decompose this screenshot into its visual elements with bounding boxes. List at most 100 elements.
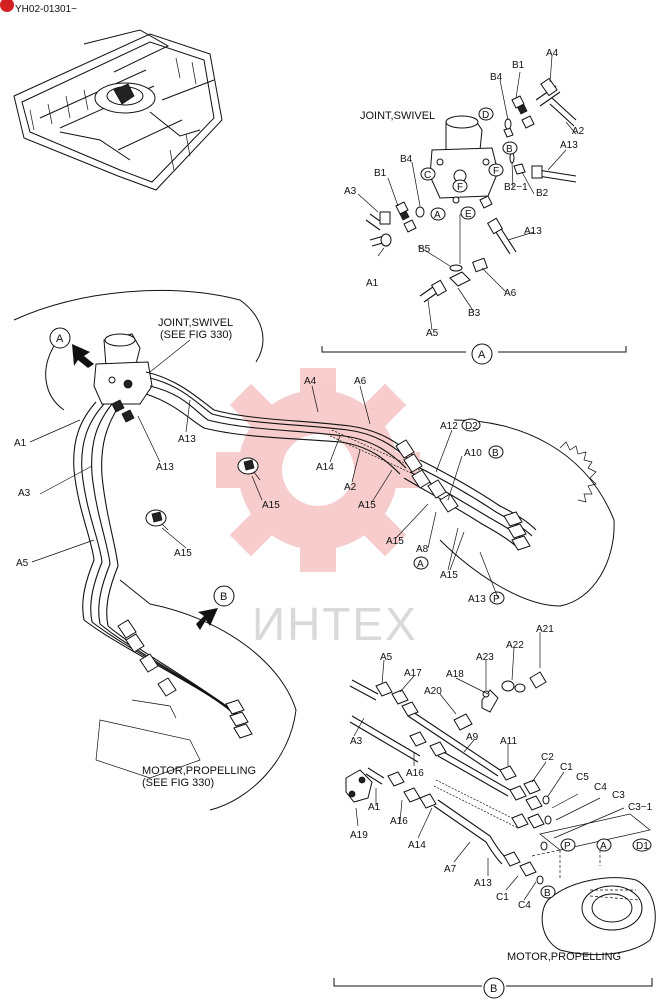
label-b-c3-1: C3−1 [628,802,653,813]
label-b-a17: A17 [404,668,422,679]
main-leaders [29,339,499,599]
label-b-a23: A23 [476,652,494,663]
main-swivel-joint [93,333,153,405]
label-b-a1: A1 [368,802,381,813]
label-b-a13: A13 [474,878,492,889]
label-b-a19: A19 [350,830,368,841]
section-b-hoses [345,671,552,885]
section-a-tags: D B C F F A E [420,107,518,221]
b-tag-d1: D1 [636,841,649,852]
label-main-a3: A3 [18,488,31,499]
b-title-motor: MOTOR,PROPELLING [507,951,621,963]
main-tags: D2 B A P [413,418,505,605]
label-a-a3: A3 [344,186,357,197]
main-hose-clamps [111,399,531,739]
label-a-b5: B5 [418,244,431,255]
section-b-marker-letter: B [490,983,497,995]
tag-c: C [424,170,431,181]
label-main-a5: A5 [16,558,29,569]
label-main-a6: A6 [354,376,367,387]
main-view-arrows: A B [49,327,235,630]
label-b-c2: C2 [541,752,554,763]
swivel-joint-body [429,115,499,204]
label-a-a2: A2 [572,126,585,137]
tag-a: A [434,210,441,221]
main-title-motor-2: (SEE FIG 330) [142,777,214,789]
label-a-a13-top: A13 [560,140,578,151]
label-main-a15-b: A15 [174,548,192,559]
section-b-tags: P A D1 B [540,838,652,899]
main-tag-d2: D2 [465,421,478,432]
section-b-motor [541,877,656,956]
tag-f-right: F [493,166,499,177]
main-marker-b-letter: B [220,591,227,603]
label-a-b4-top: B4 [490,72,503,83]
label-main-a4: A4 [304,376,317,387]
label-a-a1: A1 [366,278,379,289]
label-a-b1-top: B1 [512,60,525,71]
label-b-a7: A7 [444,864,457,875]
label-main-a13-bottom: A13 [468,594,486,605]
label-main-a8: A8 [416,544,429,555]
tag-d: D [482,110,489,121]
section-a-bracket [321,346,627,353]
section-b-labels: A21 A5 A22 A17 A23 A18 A20 A3 A9 A11 A16… [350,624,653,911]
watermark-text: ИНТЕХ [252,598,418,650]
label-main-a12: A12 [440,421,458,432]
label-b-c4-bot: C4 [518,900,531,911]
header-code: YH02-01301~ [15,4,77,15]
main-tag-b: B [492,448,499,459]
label-b-c3: C3 [612,790,625,801]
label-b-c4-top: C4 [594,782,607,793]
label-main-a14: A14 [316,462,334,473]
label-main-a15-right: A15 [358,500,376,511]
section-a-labels: A4 B1 B4 A2 A13 B4 B1 B2−1 B2 A3 A13 B5 … [344,48,585,339]
label-main-a2: A2 [344,482,357,493]
label-main-a13-mid: A13 [156,462,174,473]
label-main-a13-top: A13 [178,434,196,445]
section-a-marker-circle [471,343,493,365]
label-b-c1-top: C1 [560,762,573,773]
label-a-a4: A4 [546,48,559,59]
section-b-connection-plate [531,813,651,878]
label-main-a15-center: A15 [262,500,280,511]
label-a-b4-left: B4 [400,154,413,165]
label-b-c1-bot: C1 [496,892,509,903]
label-main-a10: A10 [464,448,482,459]
label-b-a14: A14 [408,840,426,851]
label-b-a11: A11 [500,736,517,747]
label-b-a18: A18 [446,669,464,680]
main-title-swivel-1: JOINT,SWIVEL [158,317,233,329]
label-main-a15-left: A15 [386,536,404,547]
section-b-marker-circle [483,977,505,999]
section-a-marker-letter: A [478,349,486,361]
label-a-a13-right: A13 [524,226,542,237]
section-b-leaders [353,632,625,901]
section-a-fittings [365,77,577,303]
label-b-a22: A22 [506,640,524,651]
label-b-c5: C5 [576,772,589,783]
label-main-a15-low: A15 [440,570,458,581]
section-b-bracket [333,978,653,987]
tag-e: E [465,209,472,220]
label-b-a3: A3 [350,736,363,747]
main-tag-p: P [493,594,500,605]
main-labels: A4 A6 A12 A13 A1 A13 A14 A2 A10 A3 A15 A… [14,376,486,605]
label-b-a16-top: A16 [406,768,424,779]
label-b-a20: A20 [424,686,442,697]
label-a-b1-left: B1 [374,168,387,179]
label-a-b3: B3 [468,308,481,319]
label-a-a6: A6 [504,288,517,299]
main-frame-outline [13,290,615,811]
b-tag-p: P [564,841,571,852]
label-b-a9: A9 [466,732,479,743]
label-a-a5: A5 [426,328,439,339]
b-tag-b: B [544,888,551,899]
title-joint-swivel: JOINT,SWIVEL [360,110,435,122]
label-a-b2-1: B2−1 [504,182,528,193]
main-title-swivel-2: (SEE FIG 330) [160,329,232,341]
label-b-a16-bot: A16 [390,816,408,827]
label-b-a5: A5 [380,652,393,663]
label-a-b2: B2 [536,188,549,199]
b-tag-a: A [600,841,607,852]
